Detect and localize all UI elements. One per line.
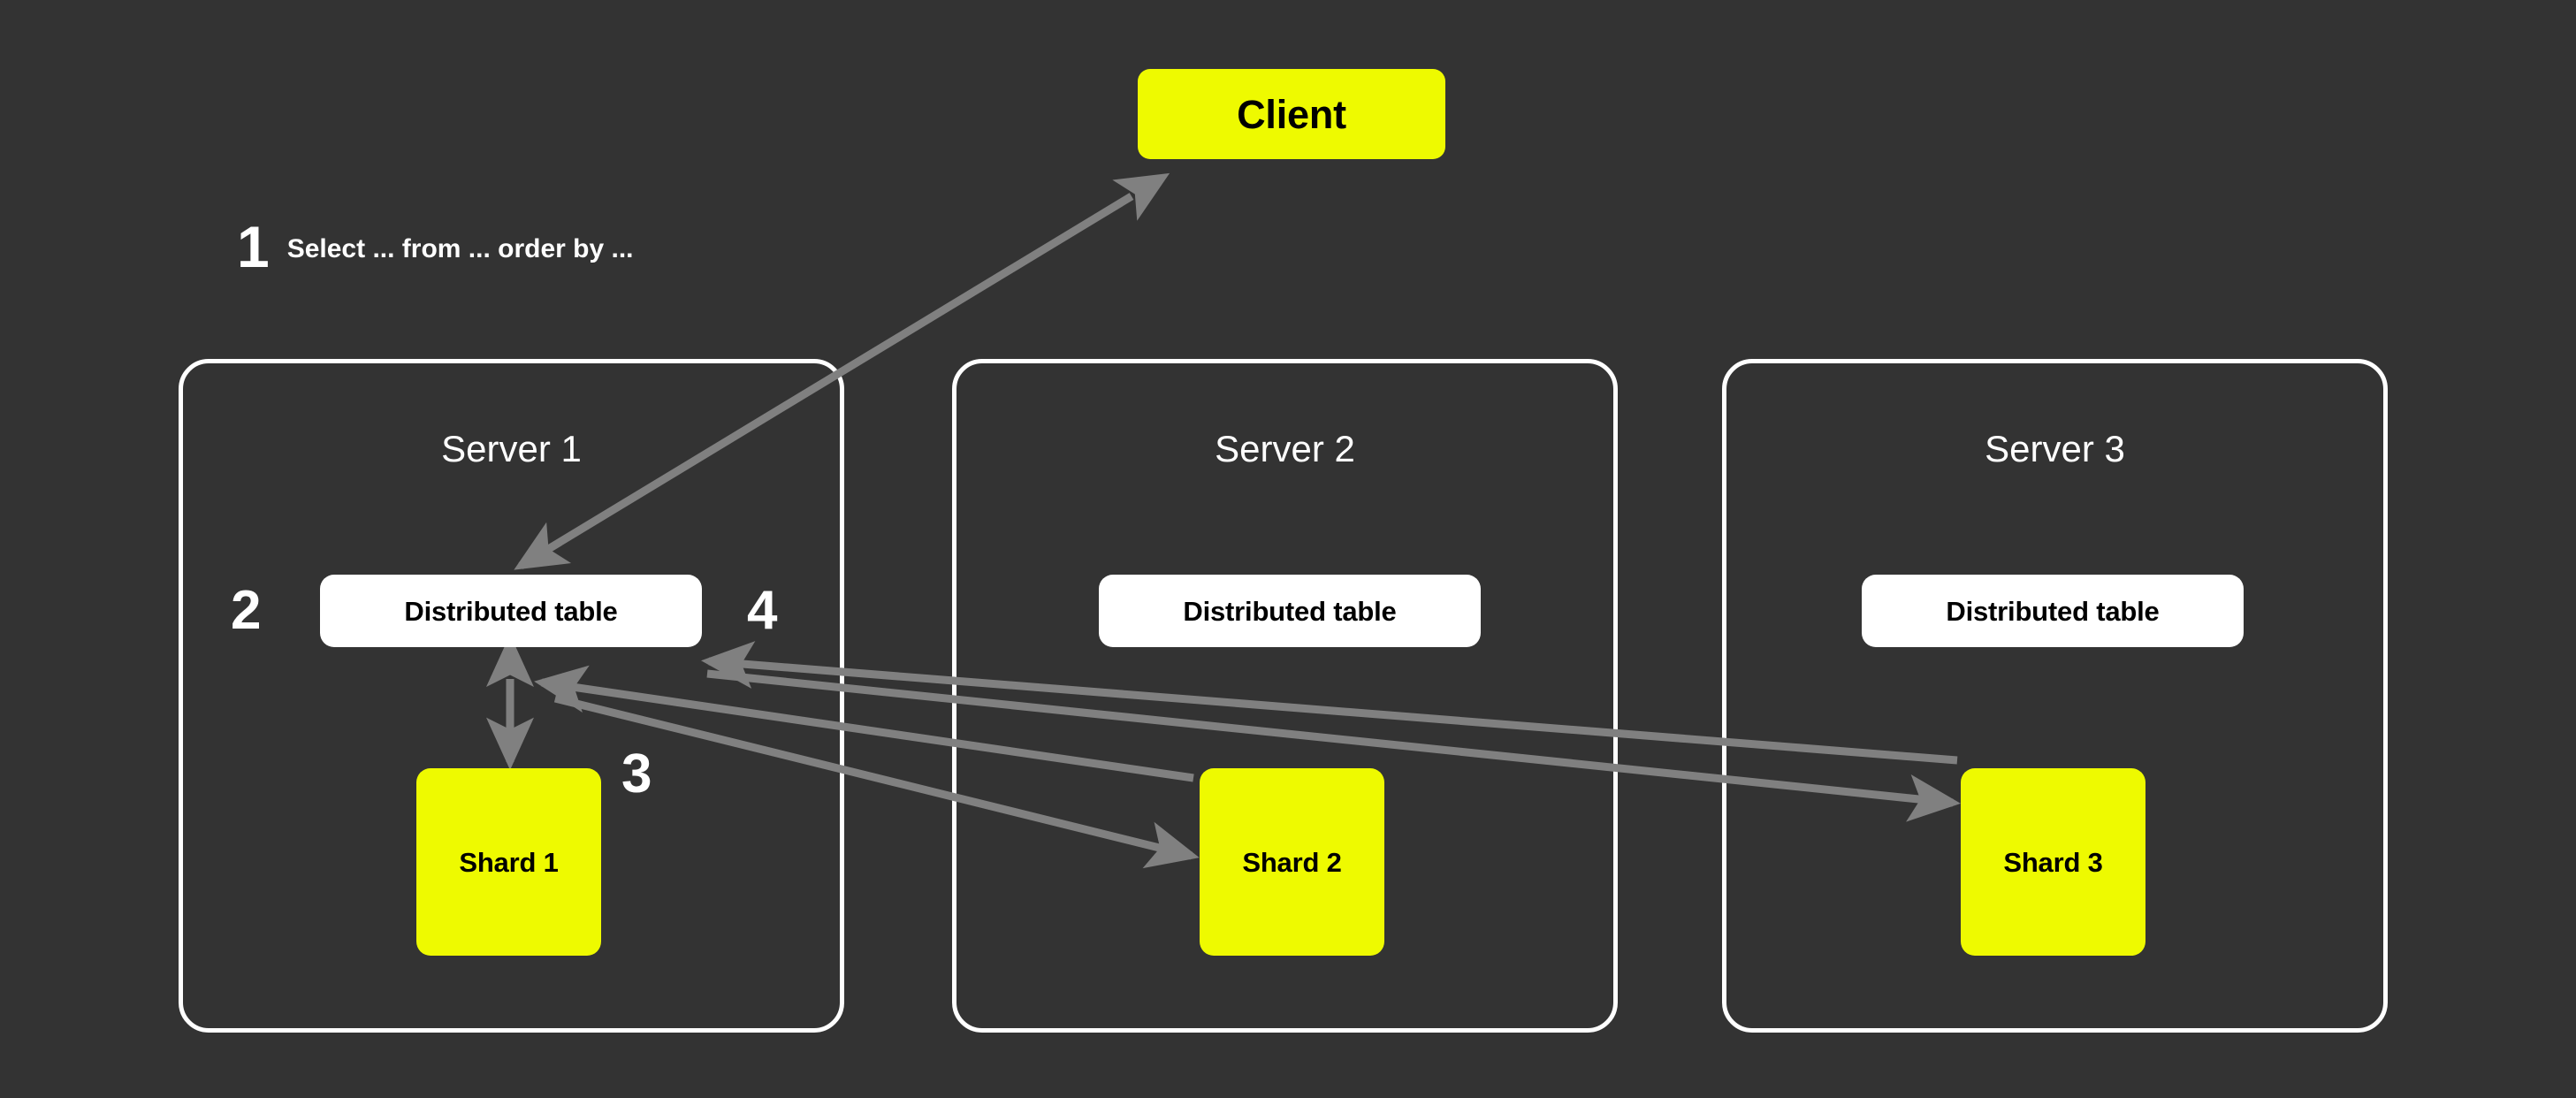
shard-1-label: Shard 1: [459, 846, 559, 878]
distributed-table-server-3[interactable]: Distributed table: [1862, 575, 2244, 647]
step-3-number: 3: [621, 743, 652, 804]
step-4-number: 4: [747, 580, 778, 641]
server-1-title: Server 1: [441, 428, 582, 469]
step-1-caption: 1 Select ... from ... order by ...: [237, 217, 634, 276]
distributed-table-server-2[interactable]: Distributed table: [1099, 575, 1481, 647]
server-3-title: Server 3: [1985, 428, 2125, 469]
distributed-table-server-1[interactable]: Distributed table: [320, 575, 702, 647]
step-1-query-text: Select ... from ... order by ...: [286, 234, 634, 263]
shard-2-label: Shard 2: [1242, 846, 1342, 878]
step-1-number: 1: [237, 214, 270, 279]
shard-node-2[interactable]: Shard 2: [1200, 768, 1384, 956]
shard-node-3[interactable]: Shard 3: [1961, 768, 2145, 956]
distributed-table-3-label: Distributed table: [1946, 595, 2160, 627]
server-2-title: Server 2: [1215, 428, 1355, 469]
client-node[interactable]: Client: [1138, 69, 1445, 159]
shard-3-label: Shard 3: [2003, 846, 2103, 878]
client-label: Client: [1237, 91, 1346, 137]
step-2-number: 2: [231, 580, 262, 641]
distributed-table-1-label: Distributed table: [404, 595, 618, 627]
distributed-table-2-label: Distributed table: [1183, 595, 1397, 627]
shard-node-1[interactable]: Shard 1: [416, 768, 601, 956]
